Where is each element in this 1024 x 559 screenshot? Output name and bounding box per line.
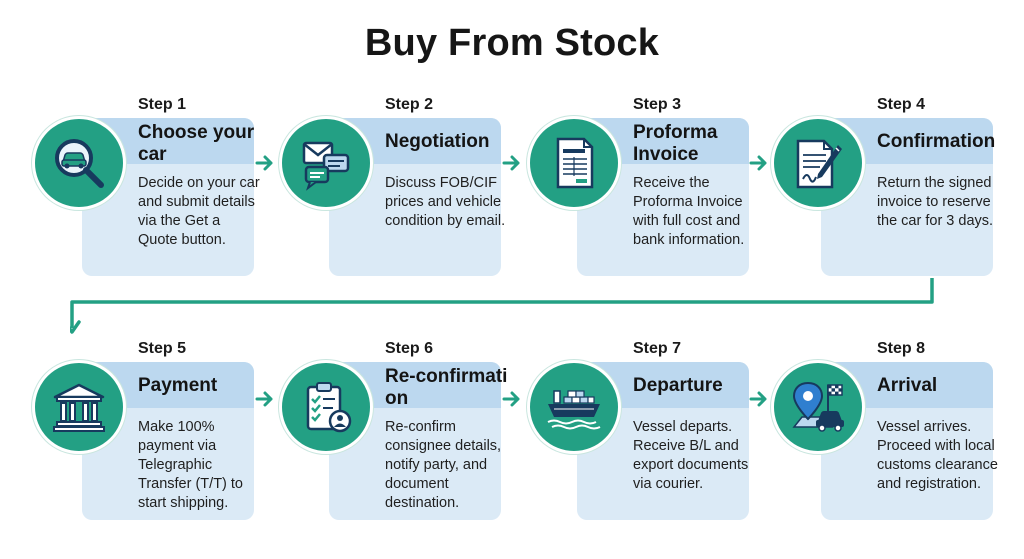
envelope-chat-icon — [279, 116, 373, 210]
step-number: Step 1 — [138, 96, 187, 113]
step-title: Arrival — [877, 375, 938, 396]
map-pin-flag-car-icon — [771, 360, 865, 454]
arrow-right-icon — [749, 390, 769, 408]
arrow-right-icon — [749, 154, 769, 172]
arrow-right-icon — [502, 154, 522, 172]
step-description: Receive the Proforma Invoice with full c… — [633, 175, 745, 248]
step-description: Vessel departs. Receive B/L and export d… — [633, 419, 749, 492]
step-description: Return the signed invoice to reserve the… — [877, 175, 994, 229]
step-number: Step 8 — [877, 340, 926, 357]
step-description: Re-confirm consignee details, notify par… — [385, 419, 502, 511]
step-4: Step 4 Confirmation Return the signed in… — [771, 96, 1011, 276]
step-title: Confirmation — [877, 131, 996, 152]
step-number: Step 2 — [385, 96, 434, 113]
step-title: Re-confirmation — [385, 366, 508, 409]
magnifier-car-icon — [32, 116, 126, 210]
cargo-ship-icon — [527, 360, 621, 454]
step-title: Payment — [138, 375, 218, 396]
arrow-right-icon — [255, 390, 275, 408]
step-7: Step 7 Departure Vessel departs. Receive… — [527, 340, 767, 520]
page-title: Buy From Stock — [364, 22, 660, 64]
step-3: Step 3 Proforma Invoice Receive the Prof… — [527, 96, 767, 276]
step-title: Negotiation — [385, 131, 490, 152]
step-1: Step 1 Choose your car Decide on your ca… — [32, 96, 272, 276]
arrow-right-icon — [255, 154, 275, 172]
signed-document-pen-icon — [771, 116, 865, 210]
bank-icon — [32, 360, 126, 454]
step-description: Vessel arrives. Proceed with local custo… — [877, 419, 998, 492]
step-description: Discuss FOB/CIF prices and vehicle condi… — [385, 175, 506, 229]
step-6: Step 6 Re-confirmation Re-confirm consig… — [279, 340, 519, 520]
step-number: Step 3 — [633, 96, 682, 113]
step-5: Step 5 Payment Make 100% payment via Tel… — [32, 340, 272, 520]
step-title: Choose your car — [138, 122, 255, 165]
arrow-right-icon — [502, 390, 522, 408]
step-number: Step 6 — [385, 340, 434, 357]
flow-connector-arrow — [70, 278, 934, 334]
step-number: Step 4 — [877, 96, 926, 113]
step-description: Decide on your car and submit details vi… — [138, 175, 260, 248]
step-8: Step 8 Arrival Vessel arrives. Proceed w… — [771, 340, 1011, 520]
step-title: Proforma Invoice — [633, 122, 718, 165]
step-number: Step 7 — [633, 340, 682, 357]
step-number: Step 5 — [138, 340, 187, 357]
clipboard-checklist-icon — [279, 360, 373, 454]
step-title: Departure — [633, 375, 723, 396]
step-2: Step 2 Negotiation Discuss FOB/CIF price… — [279, 96, 519, 276]
invoice-document-icon — [527, 116, 621, 210]
step-description: Make 100% payment via Telegraphic Transf… — [138, 419, 243, 511]
